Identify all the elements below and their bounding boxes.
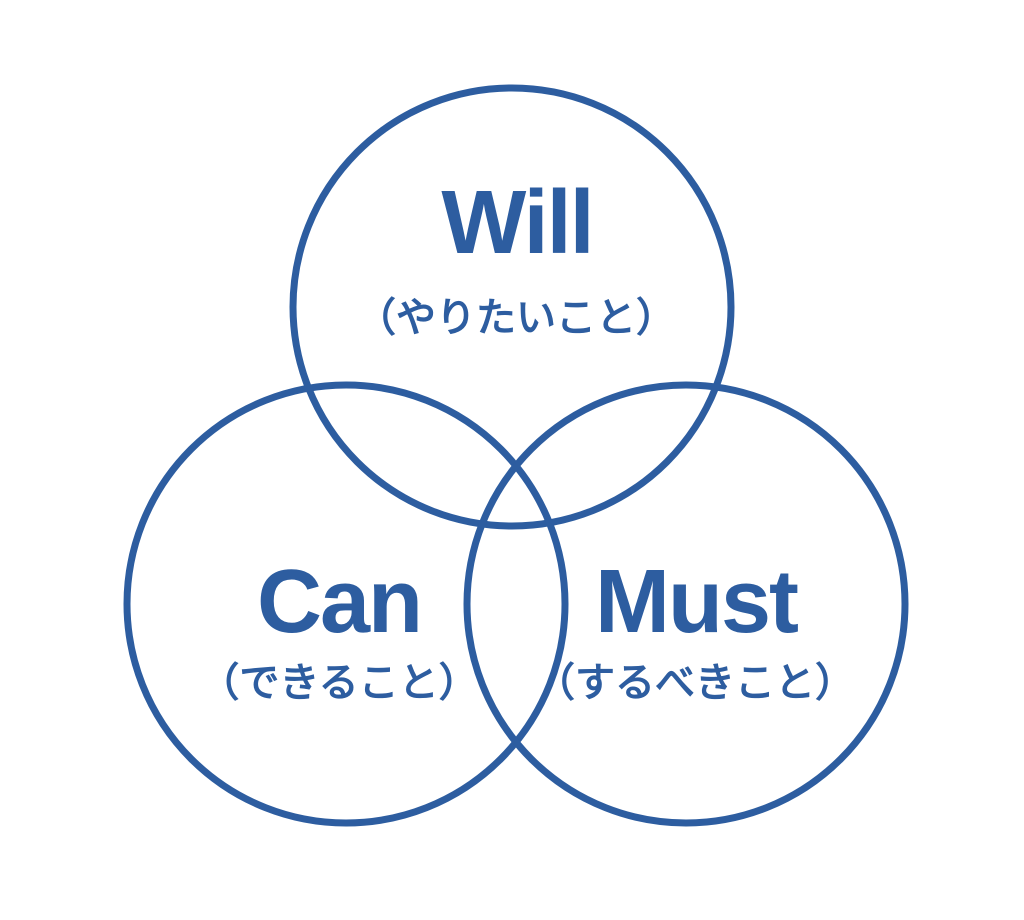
must-circle-outline	[463, 381, 909, 827]
will-sublabel: （やりたいこと）	[356, 296, 676, 340]
can-label: Can	[256, 552, 423, 652]
can-sublabel: （できること）	[199, 661, 479, 705]
must-sublabel: （するべきこと）	[535, 661, 855, 705]
must-label: Must	[595, 552, 799, 652]
will-circle-outline	[289, 84, 735, 530]
will-label: Will	[441, 173, 594, 273]
can-circle-outline	[123, 381, 569, 827]
